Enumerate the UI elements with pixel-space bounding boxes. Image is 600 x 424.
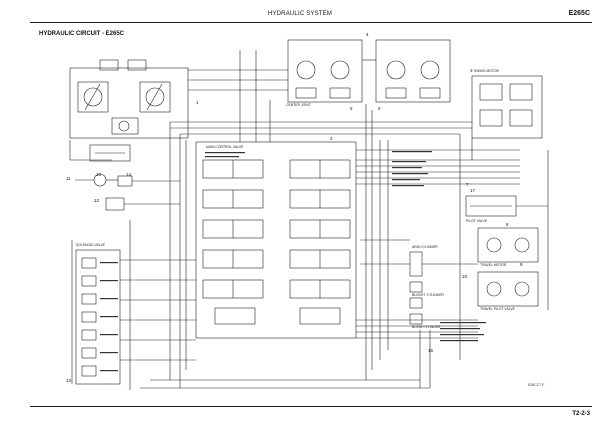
drawing-code: E26CC7.F (528, 383, 545, 387)
swing-motor-group (287, 39, 451, 103)
label-swing-motor: SWING MOTOR (474, 69, 500, 73)
label-bucket-cylinder: BUCKET CYLINDER (412, 293, 444, 297)
section-title: HYDRAULIC SYSTEM (267, 11, 333, 17)
component-labels: MAIN CONTROL VALVE SWING MOTOR TRAVEL MO… (76, 69, 516, 329)
main-control-valve (195, 141, 357, 339)
header-rule (30, 22, 592, 23)
label-travel-pilot: TRAVEL PILOT VALVE (480, 307, 516, 311)
callout-11: 11 (66, 176, 71, 181)
callout-numbers: 1 2 3 4 5 6 7 8 9 10 11 12 13 14 15 16 1… (66, 32, 523, 383)
label-boom-cylinder: BOOM CYLINDER (412, 325, 441, 329)
page-number: T2-2-3 (572, 411, 590, 417)
callout-2: 2 (330, 136, 333, 141)
pilot-valve-group (471, 75, 543, 160)
pump-group (69, 59, 189, 162)
filter-group (75, 173, 180, 211)
callout-17: 17 (470, 188, 476, 193)
footer-rule (30, 406, 592, 407)
callout-8: 8 (506, 222, 509, 227)
callout-9: 9 (520, 262, 523, 267)
label-travel-motor: TRAVEL MOTOR (480, 263, 507, 267)
callout-4: 4 (366, 32, 369, 37)
label-center-joint: CENTER JOINT (286, 103, 311, 107)
callout-6: 6 (378, 106, 381, 111)
callout-12: 12 (94, 198, 100, 203)
solenoid-valve-stack (75, 249, 121, 385)
diagram-title: HYDRAULIC CIRCUIT - E265C (39, 31, 125, 37)
label-arm-cylinder: ARM CYLINDER (412, 245, 438, 249)
label-pilot-valve: PILOT VALVE (466, 219, 488, 223)
callout-15: 15 (96, 172, 102, 177)
callout-13: 13 (66, 378, 72, 383)
callout-1: 1 (196, 100, 199, 105)
label-solenoid-valve: SOLENOID VALVE (76, 243, 106, 247)
label-main-control-valve: MAIN CONTROL VALVE (206, 145, 244, 149)
callout-10: 10 (462, 274, 468, 279)
callout-3: 3 (470, 68, 473, 73)
travel-group (409, 195, 539, 325)
pipework-vertical (71, 50, 549, 390)
label-strips (100, 151, 486, 372)
callout-7: 7 (466, 182, 469, 187)
callout-5: 5 (350, 106, 353, 111)
model-label: E265C (568, 10, 590, 17)
callout-16: 16 (428, 348, 434, 353)
callout-14: 14 (126, 172, 132, 177)
pipework (120, 59, 548, 389)
